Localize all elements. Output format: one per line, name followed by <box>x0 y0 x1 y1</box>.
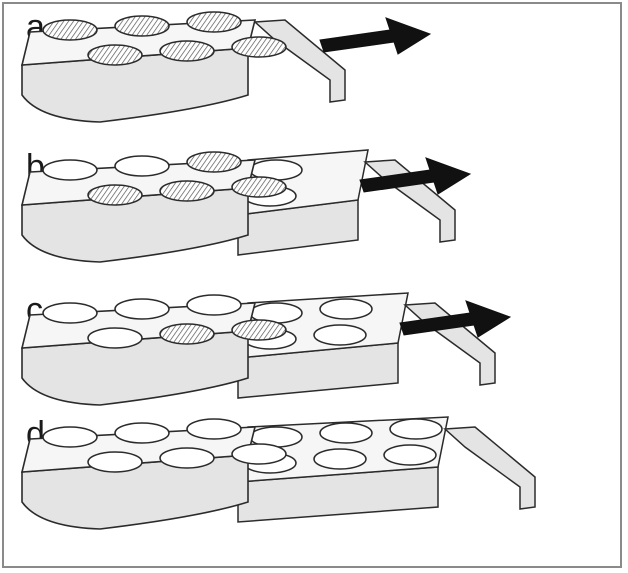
tray-well <box>87 184 143 206</box>
tray-well <box>231 443 287 465</box>
panel-a: a <box>20 8 432 123</box>
tray-well <box>231 319 287 341</box>
tray-well <box>231 36 287 58</box>
tray-well <box>87 327 143 349</box>
direction-arrow <box>319 17 432 55</box>
end-cap <box>253 19 346 103</box>
tray-well <box>114 15 170 37</box>
panel-b: b <box>20 148 472 263</box>
figure-frame <box>2 2 622 568</box>
direction-arrow <box>399 300 512 338</box>
tray-well <box>42 19 98 41</box>
extension-well <box>319 298 373 320</box>
panel-c: c <box>20 291 512 406</box>
end-cap <box>443 426 536 510</box>
panel-d: d <box>20 415 536 530</box>
extension-well <box>313 324 367 346</box>
tray-well <box>114 298 170 320</box>
tray-side <box>21 330 249 406</box>
tray-well <box>42 302 98 324</box>
tray-well <box>186 294 242 316</box>
tray-side <box>21 454 249 530</box>
tray-well <box>186 11 242 33</box>
tray-well <box>159 180 215 202</box>
extension-well <box>313 448 367 470</box>
tray-well <box>87 44 143 66</box>
tray-side <box>21 187 249 263</box>
tray-well <box>159 447 215 469</box>
tray-well <box>186 151 242 173</box>
tray-well <box>159 323 215 345</box>
tray-well <box>42 426 98 448</box>
tray-well <box>42 159 98 181</box>
direction-arrow <box>359 157 472 195</box>
tray-well <box>231 176 287 198</box>
tray-well <box>114 422 170 444</box>
extension-well <box>383 444 437 466</box>
tray-well <box>186 418 242 440</box>
tray-side <box>21 47 249 123</box>
tray-well <box>159 40 215 62</box>
tray-well <box>114 155 170 177</box>
extension-well <box>319 422 373 444</box>
extension-well <box>389 418 443 440</box>
tray-well <box>87 451 143 473</box>
